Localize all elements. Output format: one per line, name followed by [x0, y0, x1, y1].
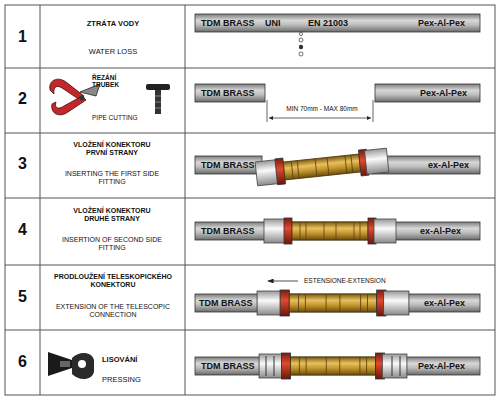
insertion-tool-icon [146, 84, 170, 114]
pipe-marking: TDM BRASS [201, 357, 255, 375]
pipe-marking: ex-Al-Pex [428, 156, 469, 174]
step-title: ZTRÁTA VODY [48, 20, 178, 29]
pipe-marking: ex-Al-Pex [424, 294, 465, 312]
pipe [195, 14, 480, 56]
pipe-marking: TDM BRASS [201, 156, 255, 174]
step-number: 1 [5, 28, 40, 46]
step-title: VLOŽENÍ KONEKTORU PRVNÍ STRANY [62, 141, 162, 157]
pipe-marking: UNI [265, 14, 281, 32]
pipe-with-extended-fitting [195, 281, 480, 316]
step-title: VLOŽENÍ KONEKTORU DRUHÉ STRANY [62, 207, 162, 223]
step-title-en: PRESSING [102, 376, 172, 385]
step-title-en: WATER LOSS [48, 48, 178, 57]
cut-pipe [195, 84, 480, 122]
step-number: 3 [5, 155, 40, 173]
pipe-marking: Pex-Al-Pex [420, 84, 467, 102]
dimension-label: MIN 70mm - MAX 80mm [272, 105, 372, 112]
step-title: PRODLOUŽENÍ TELESKOPICKÉHO KONEKTORU [50, 273, 176, 289]
pipe-marking: TDM BRASS [199, 294, 253, 312]
step-number: 5 [5, 288, 40, 306]
pressed-fitting [195, 353, 480, 379]
pipe-marking: TDM BRASS [201, 14, 255, 32]
step-title: ŘEZÁNÍ TRUBEK [92, 74, 142, 89]
extension-label: ESTENSIONE-EXTENSION [302, 277, 426, 284]
table-grid [5, 5, 495, 395]
step-title: LISOVÁNÍ [102, 356, 172, 365]
pipe-with-fitting [195, 218, 480, 244]
pipe-marking: Pex-Al-Pex [418, 357, 465, 375]
press-tool-icon [48, 352, 94, 379]
pipe-marking: TDM BRASS [201, 222, 255, 240]
step-title-en: EXTENSION OF THE TELESCOPIC CONNECTION [50, 303, 176, 319]
step-number: 2 [5, 90, 40, 108]
step-number: 4 [5, 221, 40, 239]
step-title-en: PIPE CUTTING [92, 114, 144, 121]
pipe-marking: Pex-Al-Pex [418, 14, 465, 32]
step-title-en: INSERTION OF SECOND SIDE FITTING [62, 236, 162, 252]
step-number: 6 [5, 353, 40, 371]
pipe-with-fitting [195, 147, 480, 187]
step-title-en: INSERTING THE FIRST SIDE FITTING [62, 170, 162, 186]
pipe-marking: EN 21003 [308, 14, 348, 32]
pipe-marking: ex-Al-Pex [420, 222, 461, 240]
pipe-marking: TDM BRASS [201, 84, 255, 102]
